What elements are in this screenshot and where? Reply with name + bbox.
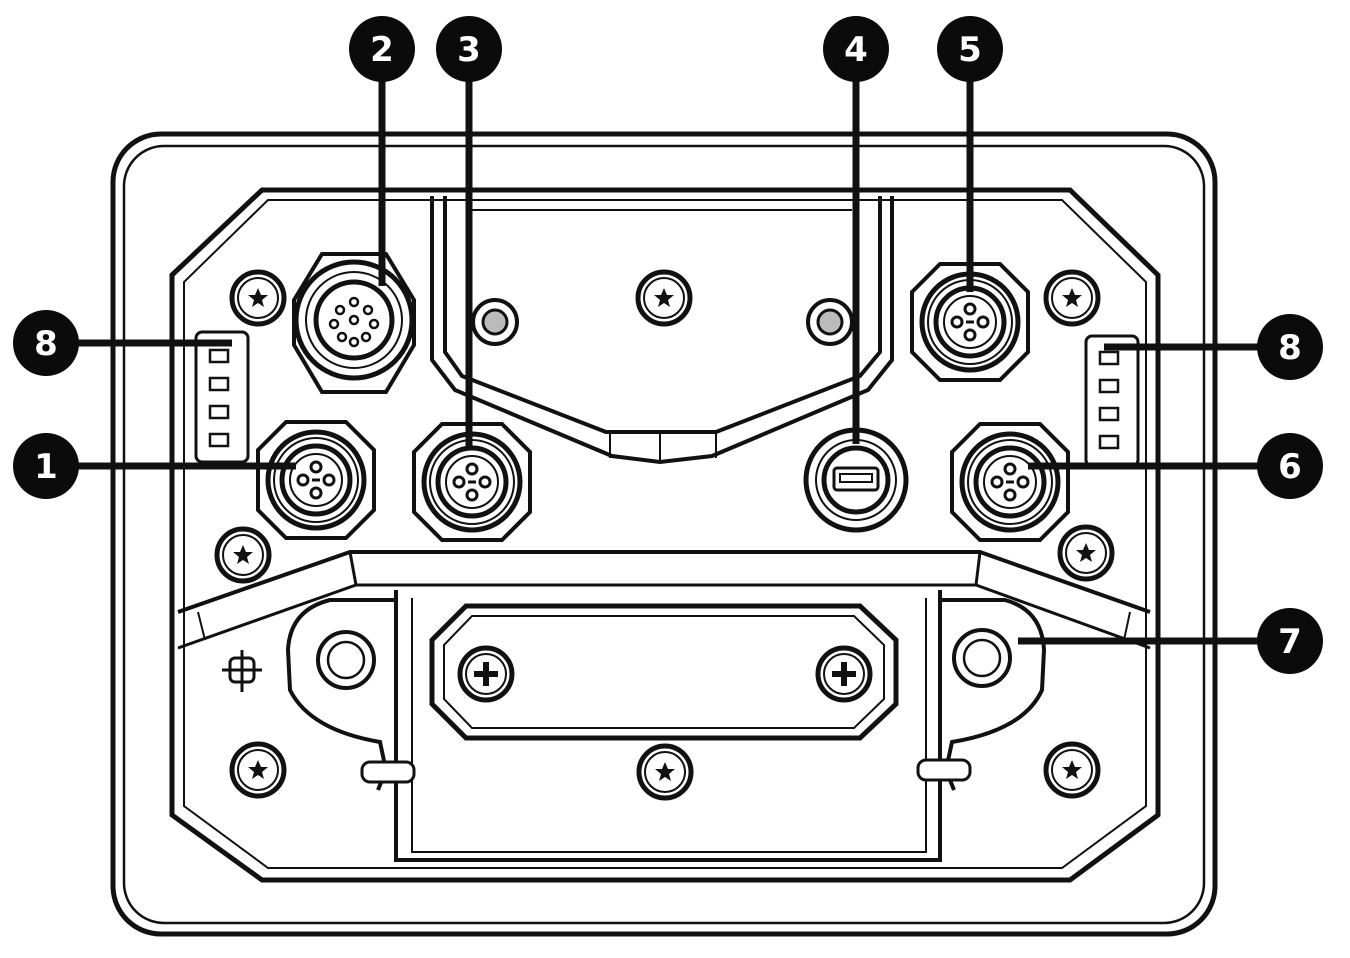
callout-5-label: 5: [958, 30, 982, 70]
callout-4: 4: [823, 16, 889, 82]
phillips-screw-icon: [460, 648, 512, 700]
callout-7-label: 7: [1278, 622, 1302, 662]
screw-icon: [217, 529, 269, 581]
connector-4-usb: [803, 427, 909, 533]
screw-icon: [1060, 527, 1112, 579]
pushbutton-right: [806, 298, 854, 346]
screw-icon: [1046, 744, 1098, 796]
callout-4-label: 4: [844, 30, 868, 70]
callout-8-left: 8: [13, 310, 79, 376]
screw-icon: [232, 272, 284, 324]
center-bracket: [430, 196, 894, 465]
callout-7: 7: [1257, 608, 1323, 674]
back-plate: [169, 187, 1161, 883]
callout-8-right: 8: [1257, 314, 1323, 380]
ground-symbol-icon: [222, 650, 262, 692]
right-mount-ear: [916, 598, 1047, 791]
connector-2-multipin: [292, 252, 416, 394]
callout-1-label: 1: [34, 447, 58, 487]
screw-icon: [1046, 272, 1098, 324]
callout-8-right-label: 8: [1278, 328, 1302, 368]
callout-2: 2: [349, 16, 415, 82]
callout-6: 6: [1257, 433, 1323, 499]
callout-5: 5: [937, 16, 1003, 82]
pushbutton-left: [471, 298, 519, 346]
lower-center-panel: [394, 590, 942, 862]
connector-6-m12: [952, 424, 1068, 540]
callout-8-left-label: 8: [34, 324, 58, 364]
callout-3: 3: [436, 16, 502, 82]
callout-1: 1: [13, 433, 79, 499]
callout-2-label: 2: [370, 30, 394, 70]
lower-ledge: [177, 550, 1151, 650]
callout-leader-lines: [46, 50, 1290, 645]
led-indicator-left: [194, 330, 250, 464]
phillips-screw-icon: [818, 648, 870, 700]
left-mount-ear: [285, 598, 416, 791]
screw-icon: [232, 744, 284, 796]
connector-1-m12: [258, 422, 374, 538]
callout-3-label: 3: [457, 30, 481, 70]
screw-icon: [639, 746, 691, 798]
screw-icon: [638, 272, 690, 324]
callout-6-label: 6: [1278, 447, 1302, 487]
